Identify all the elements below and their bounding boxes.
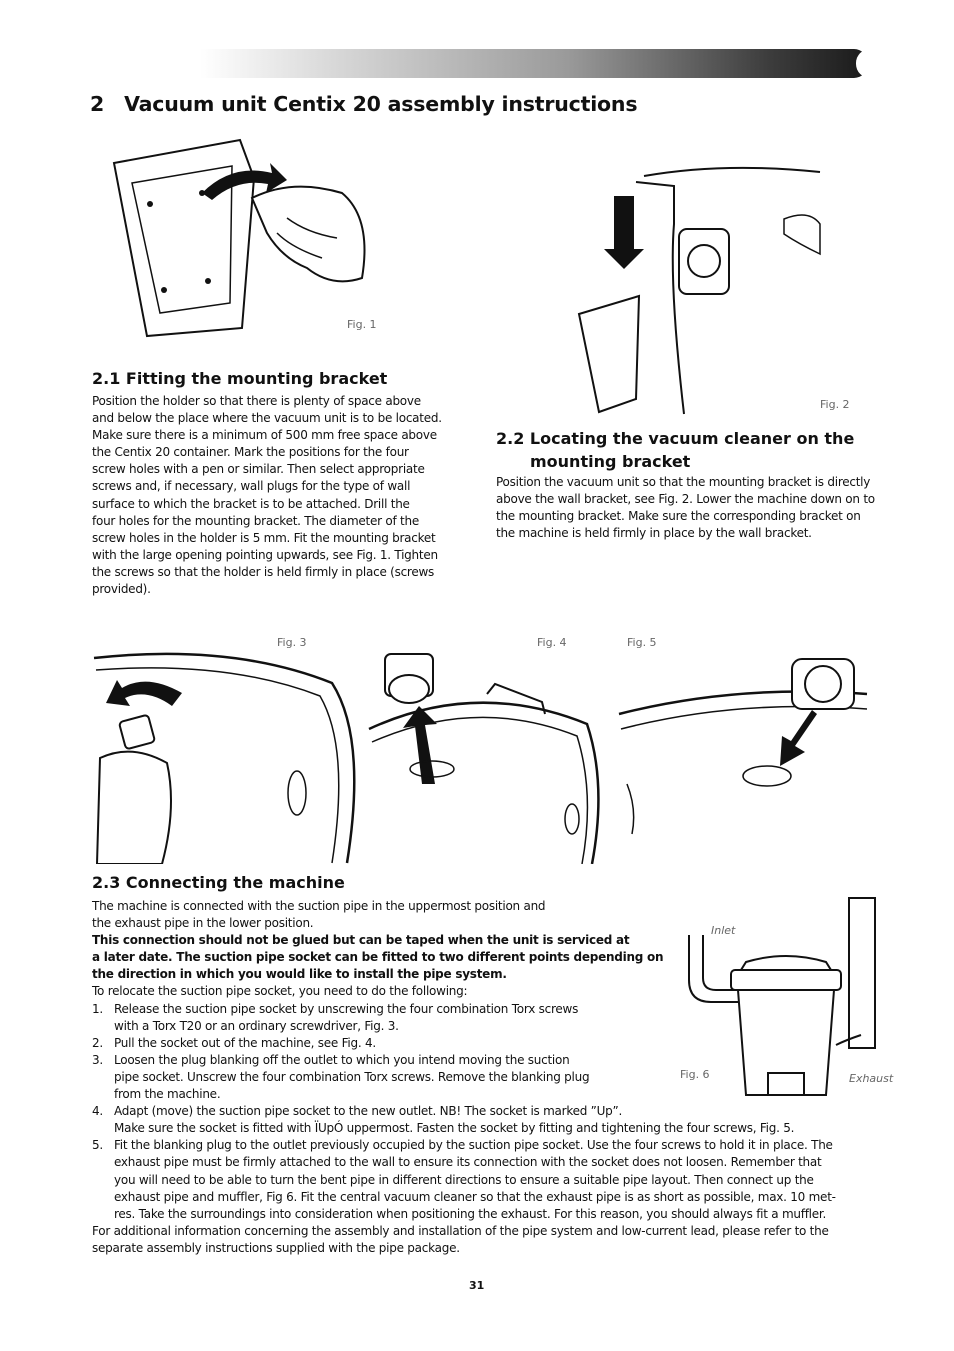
s22-heading-line1: 2.2 Locating the vacuum cleaner on the — [496, 429, 855, 448]
s23-closing-line: separate assembly instructions supplied … — [92, 1240, 460, 1255]
step-line: exhaust pipe must be firmly attached to … — [114, 1155, 822, 1170]
step-2: 2. Pull the socket out of the machine, se… — [92, 1035, 872, 1052]
fig2-illustration — [577, 166, 821, 415]
s21-line: Make sure there is a minimum of 500 mm f… — [92, 428, 437, 443]
s21-line: surface to which the bracket is to be at… — [92, 496, 410, 511]
step-line: pipe socket. Unscrew the four combinatio… — [114, 1069, 590, 1084]
section-2-2-body: Position the vacuum unit so that the mou… — [496, 474, 896, 542]
step-line: Adapt (move) the suction pipe socket to … — [114, 1104, 623, 1119]
s22-heading-line2: mounting bracket — [530, 452, 691, 471]
section-2-1-heading: 2.1 Fitting the mounting bracket — [92, 369, 388, 388]
s21-line: screw holes in the holder is 5 mm. Fit t… — [92, 530, 436, 545]
step-line: res. Take the surroundings into consider… — [114, 1206, 827, 1221]
fig1-label: Fig. 1 — [347, 318, 377, 331]
s23-bold-line: This connection should not be glued but … — [92, 933, 630, 948]
section-2-1-body: Position the holder so that there is ple… — [92, 393, 472, 598]
step-line: with a Torx T20 or an ordinary screwdriv… — [114, 1018, 399, 1033]
fig6-illustration — [688, 897, 876, 1096]
s23-bold-line: the direction in which you would like to… — [92, 967, 507, 982]
fig4-illustration — [368, 653, 600, 864]
s23-closing-line: For additional information concerning th… — [92, 1223, 829, 1238]
section-2-2-heading: 2.2 Locating the vacuum cleaner on the m… — [496, 427, 854, 473]
s22-line: Position the vacuum unit so that the mou… — [496, 475, 871, 489]
step-3: 3. Loosen the plug blanking off the outle… — [92, 1052, 872, 1103]
step-line: from the machine. — [114, 1087, 221, 1102]
step-number: 5. — [92, 1138, 103, 1153]
page-number: 31 — [469, 1279, 485, 1292]
fig3-label: Fig. 3 — [277, 636, 307, 649]
fig2-label: Fig. 2 — [820, 398, 850, 411]
section-2-3-heading: 2.3 Connecting the machine — [92, 873, 345, 892]
fig6-exhaust-label: Exhaust — [849, 1072, 894, 1085]
s23-intro-line: The machine is connected with the suctio… — [92, 899, 546, 913]
step-line: Make sure the socket is fitted with ÏUpÓ… — [114, 1121, 795, 1136]
steps-list: 1. Release the suction pipe socket by uns… — [92, 1001, 872, 1223]
step-line: Pull the socket out of the machine, see … — [114, 1035, 376, 1050]
s22-line: the mounting bracket. Make sure the corr… — [496, 509, 861, 524]
section-2-3-body: The machine is connected with the suctio… — [92, 898, 872, 1257]
s21-line: screw holes with a pen or similar. Then … — [92, 462, 425, 477]
fig5-illustration — [618, 658, 868, 835]
s22-line: above the wall bracket, see Fig. 2. Lowe… — [496, 492, 875, 507]
step-5: 5. Fit the blanking plug to the outlet pr… — [92, 1137, 872, 1222]
s21-line: screws and, if necessary, wall plugs for… — [92, 479, 411, 494]
step-line: Fit the blanking plug to the outlet prev… — [114, 1138, 833, 1153]
fig3-illustration — [93, 652, 356, 864]
s21-line: the screws so that the holder is held fi… — [92, 564, 435, 579]
step-line: exhaust pipe and muffler, Fig 6. Fit the… — [114, 1189, 836, 1204]
s23-relocate: To relocate the suction pipe socket, you… — [92, 984, 468, 999]
step-number: 3. — [92, 1052, 103, 1067]
s23-intro-line: the exhaust pipe in the lower position. — [92, 916, 314, 931]
step-number: 2. — [92, 1035, 103, 1050]
s21-line: four holes for the mounting bracket. The… — [92, 513, 419, 528]
s21-line: Position the holder so that there is ple… — [92, 394, 421, 408]
s21-line: with the large opening pointing upwards,… — [92, 547, 438, 562]
fig1-illustration — [112, 138, 366, 338]
step-4: 4. Adapt (move) the suction pipe socket t… — [92, 1103, 872, 1137]
step-1: 1. Release the suction pipe socket by uns… — [92, 1001, 872, 1035]
s21-line: and below the place where the vacuum uni… — [92, 411, 442, 426]
step-line: you will need to be able to turn the ben… — [114, 1172, 814, 1187]
fig6-label: Fig. 6 — [680, 1068, 710, 1081]
s23-bold-line: a later date. The suction pipe socket ca… — [92, 950, 664, 965]
step-line: Release the suction pipe socket by unscr… — [114, 1001, 579, 1016]
header-gradient-bar — [200, 49, 870, 78]
fig6-inlet-label: Inlet — [711, 924, 736, 937]
s21-line: provided). — [92, 582, 151, 597]
s22-line: the machine is held firmly in place by t… — [496, 526, 812, 541]
fig5-label: Fig. 5 — [627, 636, 657, 649]
step-line: Loosen the plug blanking off the outlet … — [114, 1052, 570, 1067]
step-number: 4. — [92, 1104, 103, 1119]
step-number: 1. — [92, 1001, 103, 1016]
s21-line: the Centix 20 container. Mark the positi… — [92, 445, 409, 460]
fig4-label: Fig. 4 — [537, 636, 567, 649]
